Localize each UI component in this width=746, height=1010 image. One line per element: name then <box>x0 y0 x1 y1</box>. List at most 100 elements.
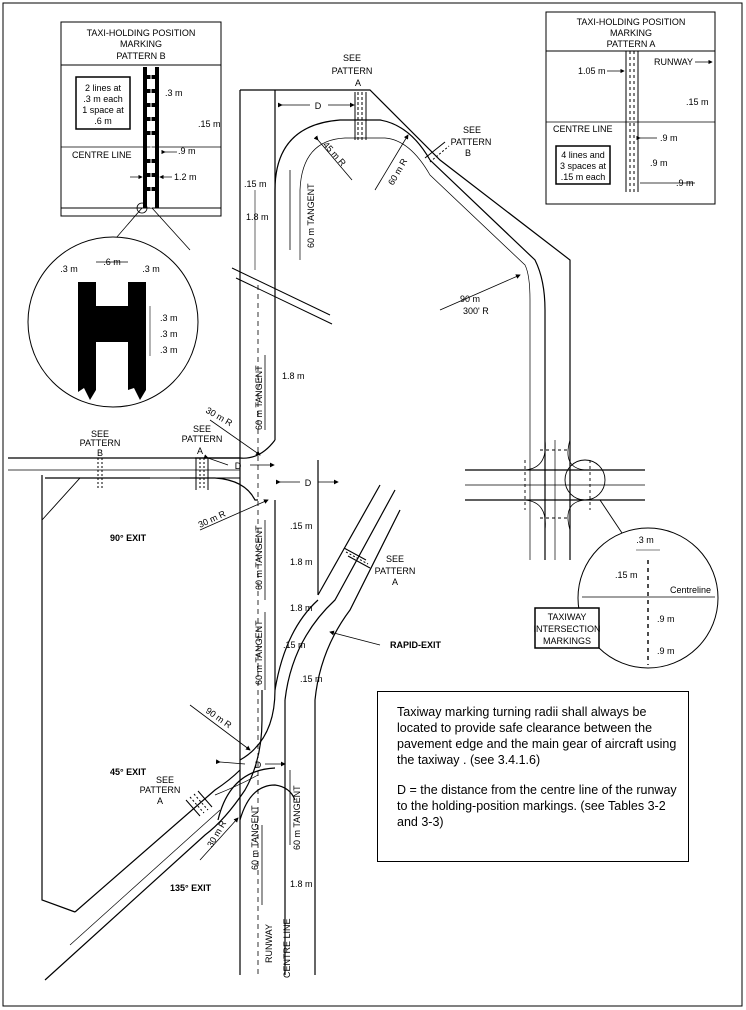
rapid-exit-label: RAPID-EXIT <box>390 640 442 650</box>
zoom-dim-v2: .3 m <box>160 329 178 339</box>
dim-18-top: 1.8 m <box>246 212 269 222</box>
int-dim-9a: .9 m <box>657 614 675 624</box>
pattern-a-runway: RUNWAY <box>654 57 693 67</box>
tangent-135: 60 m TANGENT <box>250 805 260 870</box>
intersection-circle: .3 m .15 m Centreline .9 m .9 m TAXIWAY … <box>533 527 719 669</box>
pattern-a-legend-2: 3 spaces at <box>560 161 607 171</box>
int-box-3: MARKINGS <box>543 636 591 646</box>
pattern-a-legend-1: 4 lines and <box>561 150 605 160</box>
radius-90: 90 m <box>460 294 480 304</box>
pattern-b-legend-2: .3 m each <box>83 94 123 104</box>
d-left: D <box>235 461 242 471</box>
pattern-b-top-label: PATTERN <box>451 137 492 147</box>
see-pattern-a-rapid: SEE <box>386 554 404 564</box>
pattern-b-dim-15: .15 m <box>198 119 221 129</box>
pattern-b-box: TAXI-HOLDING POSITION MARKING PATTERN B … <box>60 21 222 217</box>
note-paragraph-1: Taxiway marking turning radii shall alwa… <box>397 705 677 767</box>
pattern-b-legend-1: 2 lines at <box>85 83 122 93</box>
see-pattern-a-45: SEE <box>156 775 174 785</box>
pattern-a-left-label: PATTERN <box>182 434 223 444</box>
d-lower: D <box>255 760 262 770</box>
pattern-a-left-letter: A <box>197 446 203 456</box>
int-box-2: INTERSECTION <box>533 624 600 634</box>
top-taxiway <box>240 89 571 560</box>
pattern-b-dim-12: 1.2 m <box>174 172 197 182</box>
pattern-a-dim-15: .15 m <box>686 97 709 107</box>
dim-15-rapid: .15 m <box>300 674 323 684</box>
see-pattern-a-top: SEE <box>343 53 361 63</box>
dimension-lines <box>189 102 521 905</box>
int-dim-15: .15 m <box>615 570 638 580</box>
zoom-dim-right: .3 m <box>142 264 160 274</box>
pattern-b-left-letter: B <box>97 448 103 458</box>
centre-line-label: CENTRE LINE <box>282 918 292 978</box>
tangent-mid: 60 m TANGENT <box>254 365 264 430</box>
radius-30-135: 30 m R <box>205 818 228 849</box>
pattern-b-legend-4: .6 m <box>94 116 112 126</box>
int-dim-9b: .9 m <box>657 646 675 656</box>
pattern-b-title-2: MARKING <box>120 39 162 49</box>
int-box-1: TAXIWAY <box>548 612 587 622</box>
d-top: D <box>315 101 322 111</box>
zoom-dim-left: .3 m <box>60 264 78 274</box>
runway-label: RUNWAY <box>264 924 274 963</box>
pattern-b-dim-3: .3 m <box>165 88 183 98</box>
note-box: Taxiway marking turning radii shall alwa… <box>377 691 689 862</box>
pattern-b-title-1: TAXI-HOLDING POSITION <box>87 28 196 38</box>
pattern-a-box: TAXI-HOLDING POSITION MARKING PATTERN A … <box>545 11 716 205</box>
pattern-a-title-3: PATTERN A <box>607 39 656 49</box>
tangent-lower1: 60 m TANGENT <box>254 525 264 590</box>
int-centreline: Centreline <box>670 585 711 595</box>
see-pattern-b-top: SEE <box>463 125 481 135</box>
pattern-a-45-label: PATTERN <box>140 785 181 795</box>
runway <box>231 90 333 975</box>
dim-15-top: .15 m <box>244 179 267 189</box>
drawing-labels: SEE PATTERN A SEE PATTERN B D 45 m R 60 … <box>80 53 492 978</box>
radius-60: 60 m R <box>386 156 409 187</box>
pattern-b-title-3: PATTERN B <box>116 51 165 61</box>
dim-15-mid: .15 m <box>290 521 313 531</box>
note-paragraph-2: D = the distance from the centre line of… <box>397 783 677 829</box>
see-pattern-a-left: SEE <box>193 424 211 434</box>
exit-135 <box>217 767 296 821</box>
pattern-a-centre-line: CENTRE LINE <box>553 124 613 134</box>
rapid-exit <box>274 460 401 975</box>
pattern-a-title-2: MARKING <box>610 28 652 38</box>
radius-30-lower: 30 m R <box>197 508 228 530</box>
exit-90 <box>8 439 276 913</box>
zoom-dim-v3: .3 m <box>160 345 178 355</box>
pattern-b-centre-line: CENTRE LINE <box>72 150 132 160</box>
zoom-dim-v1: .3 m <box>160 313 178 323</box>
pattern-a-dim-9a: .9 m <box>660 133 678 143</box>
dim-18-mid3: 1.8 m <box>290 603 313 613</box>
pattern-a-rapid-label: PATTERN <box>375 566 416 576</box>
pattern-a-legend-3: .15 m each <box>561 172 606 182</box>
exit-45-label: 45° EXIT <box>110 767 147 777</box>
radius-45: 45 m R <box>321 140 348 169</box>
pattern-b-left-label: PATTERN <box>80 438 121 448</box>
zoom-circle: .3 m .6 m .3 m .3 m .3 m .3 m <box>27 236 199 408</box>
pattern-a-45-letter: A <box>157 796 163 806</box>
tangent-top: 60 m TANGENT <box>306 183 316 248</box>
radius-300: 300' R <box>463 306 489 316</box>
dim-18-bottom: 1.8 m <box>290 879 313 889</box>
dim-15-lower: .15 m <box>283 640 306 650</box>
pattern-b-dim-9: .9 m <box>178 146 196 156</box>
exit-90-label: 90° EXIT <box>110 533 147 543</box>
d-mid: D <box>305 478 312 488</box>
pattern-a-dim-105: 1.05 m <box>578 66 606 76</box>
see-pattern-b-left: SEE <box>91 429 109 439</box>
pattern-a-title-1: TAXI-HOLDING POSITION <box>577 17 686 27</box>
dim-18-mid: 1.8 m <box>282 371 305 381</box>
pattern-a-top-label: PATTERN <box>332 66 373 76</box>
int-dim-3: .3 m <box>636 535 654 545</box>
pattern-b-top-letter: B <box>465 148 471 158</box>
pattern-a-dim-9b: .9 m <box>650 158 668 168</box>
dim-18-mid2: 1.8 m <box>290 557 313 567</box>
pattern-a-rapid-letter: A <box>392 577 398 587</box>
pattern-a-top-letter: A <box>355 78 361 88</box>
tangent-rapid: 60 m TANGENT <box>292 785 302 850</box>
pattern-b-legend-3: 1 space at <box>82 105 124 115</box>
